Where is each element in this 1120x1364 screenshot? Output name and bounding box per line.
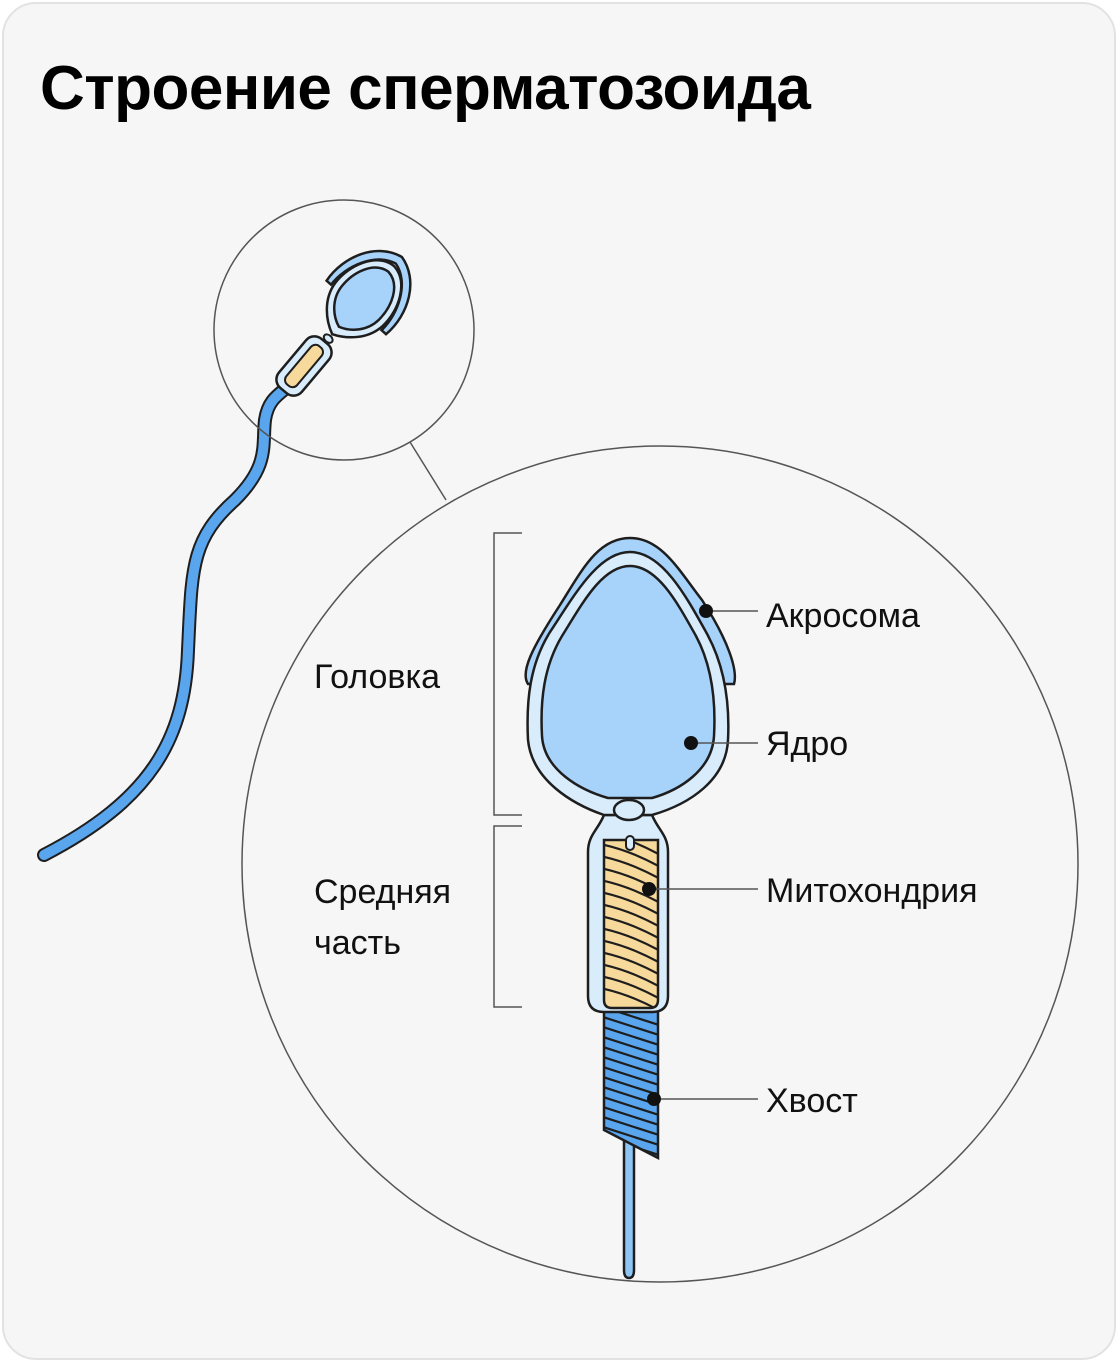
label-acrosome: Акросома (766, 597, 920, 635)
overview-sperm (37, 249, 412, 862)
tail-coil (602, 1008, 660, 1161)
large-sperm (524, 536, 737, 1280)
page-title: Строение сперматозоида (40, 54, 811, 123)
label-nucleus: Ядро (766, 725, 848, 763)
overview-flagellum (37, 378, 297, 862)
label-tail: Хвост (766, 1082, 858, 1120)
midpiece-bracket (493, 825, 522, 1008)
callout-tail (647, 1092, 758, 1106)
large-zoom-circle (241, 445, 1079, 1283)
flagellum (622, 1138, 636, 1280)
overview-nucleus (333, 266, 396, 331)
zoom-connector-line (409, 441, 447, 501)
overview-mitochondria (284, 343, 324, 389)
nucleus (540, 564, 716, 800)
overview-flagellum-fill (39, 380, 295, 860)
callout-acrosome (699, 604, 758, 618)
label-middle-part-line2: часть (314, 924, 401, 962)
centriole (612, 798, 646, 822)
mitochondria-coil (602, 835, 660, 1010)
callout-mitochondria (642, 882, 758, 896)
head-bracket (493, 532, 522, 816)
label-mitochondria: Митохондрия (766, 872, 978, 910)
small-zoom-circle (213, 199, 475, 461)
label-middle-part-line1: Средняя (314, 873, 451, 911)
callout-nucleus (684, 736, 758, 750)
label-head: Головка (314, 658, 440, 696)
